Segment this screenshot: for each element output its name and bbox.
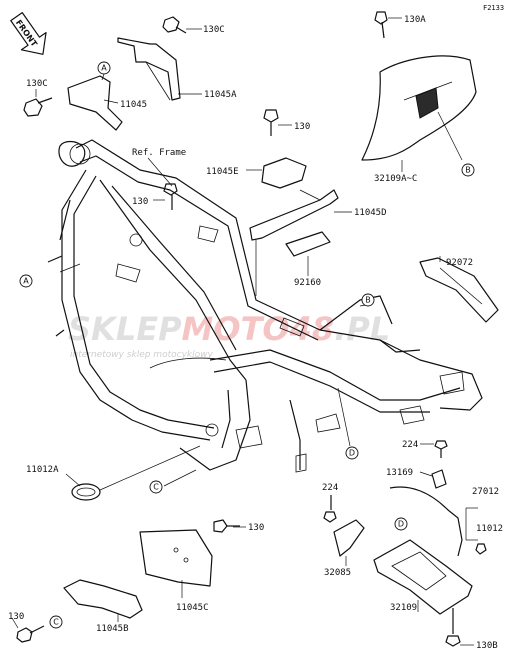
part-label-130-mid: 130 [294, 122, 310, 132]
part-label-32109ac: 32109A~C [374, 174, 417, 184]
callout-a-label: A [101, 64, 107, 73]
part-label-11045e: 11045E [206, 167, 239, 177]
part-label-224-right: 224 [402, 440, 418, 450]
watermark: SKLEPMOTO48.PL internetowy sklep motocyk… [68, 310, 390, 360]
callout-a-label: A [23, 277, 29, 286]
part-label-11045: 11045 [120, 100, 147, 110]
part-label-130a: 130A [404, 15, 426, 25]
part-label-11012a: 11012A [26, 465, 59, 475]
callout-b-label: B [465, 166, 471, 175]
bolt-icon [23, 89, 53, 117]
bracket-11045b [63, 579, 143, 622]
part-label-11045c: 11045C [176, 603, 209, 613]
bracket-11045d [249, 189, 352, 241]
part-label-32085: 32085 [324, 568, 351, 578]
callout-b-top: B [461, 163, 475, 177]
part-label-11045a: 11045A [204, 90, 237, 100]
callout-c-bracket: C [49, 615, 63, 629]
bolt-icon [374, 11, 402, 39]
bolt-icon [420, 440, 448, 458]
bracket-11045a [117, 37, 202, 101]
part-label-11045b: 11045B [96, 624, 129, 634]
part-label-11012: 11012 [476, 524, 503, 534]
callout-b-label: B [365, 296, 371, 305]
callout-c-frame: C [149, 480, 163, 494]
tray-32109 [373, 539, 473, 615]
grommet-11012a [65, 473, 101, 501]
motorcycle-frame [47, 139, 483, 491]
part-label-32109: 32109 [390, 603, 417, 613]
bracket-11045e [246, 157, 307, 189]
part-label-130c-left: 130C [26, 79, 48, 89]
callout-d-tray: D [394, 517, 408, 531]
part-label-13169: 13169 [386, 468, 413, 478]
bracket-11045 [67, 73, 123, 131]
part-label-130-low: 130 [248, 523, 264, 533]
callout-c-label: C [153, 483, 159, 492]
svg-text:SKLEPMOTO48.PL: SKLEPMOTO48.PL [68, 310, 390, 348]
part-label-224-low: 224 [322, 483, 338, 493]
part-label-11045d: 11045D [354, 208, 387, 218]
bracket-32085 [333, 519, 365, 566]
part-label-92160: 92160 [294, 278, 321, 288]
part-label-130-left2: 130 [132, 197, 148, 207]
watermark-brand-d: .PL [334, 310, 390, 348]
bolt-icon [263, 109, 292, 136]
part-label-130c-top: 130C [203, 25, 225, 35]
callout-b-frame: B [361, 293, 375, 307]
part-label-92072: 92072 [446, 258, 473, 268]
bolt-icon [445, 608, 474, 647]
part-label-130b: 130B [476, 641, 498, 651]
bolt-icon [11, 617, 45, 643]
callout-a-top: A [97, 61, 111, 75]
bolt-icon [213, 519, 246, 533]
callout-d-label: D [398, 520, 404, 529]
front-arrow-icon: FRONT [10, 12, 47, 55]
callout-d-frame: D [345, 446, 359, 460]
bolt-icon [153, 183, 178, 210]
frame-label: Ref. Frame [132, 148, 186, 158]
bolt-icon [162, 16, 202, 34]
bolt-icon [323, 495, 337, 523]
callout-d-label: D [349, 449, 355, 458]
plate-92160 [285, 231, 331, 276]
bracket-11045c [139, 529, 213, 598]
callout-a-frame: A [19, 274, 33, 288]
callout-c-label: C [53, 618, 59, 627]
part-label-130-bl: 130 [8, 612, 24, 622]
watermark-brand-b: MOTO [182, 310, 290, 348]
rod-27012 [389, 469, 487, 557]
strap-92072 [419, 256, 499, 323]
part-label-27012: 27012 [472, 487, 499, 497]
seat-cover-32109 [361, 55, 477, 172]
figure-code: F2133 [483, 4, 504, 12]
watermark-tagline: internetowy sklep motocyklowy [70, 350, 213, 360]
watermark-brand-a: SKLEP [68, 310, 182, 348]
